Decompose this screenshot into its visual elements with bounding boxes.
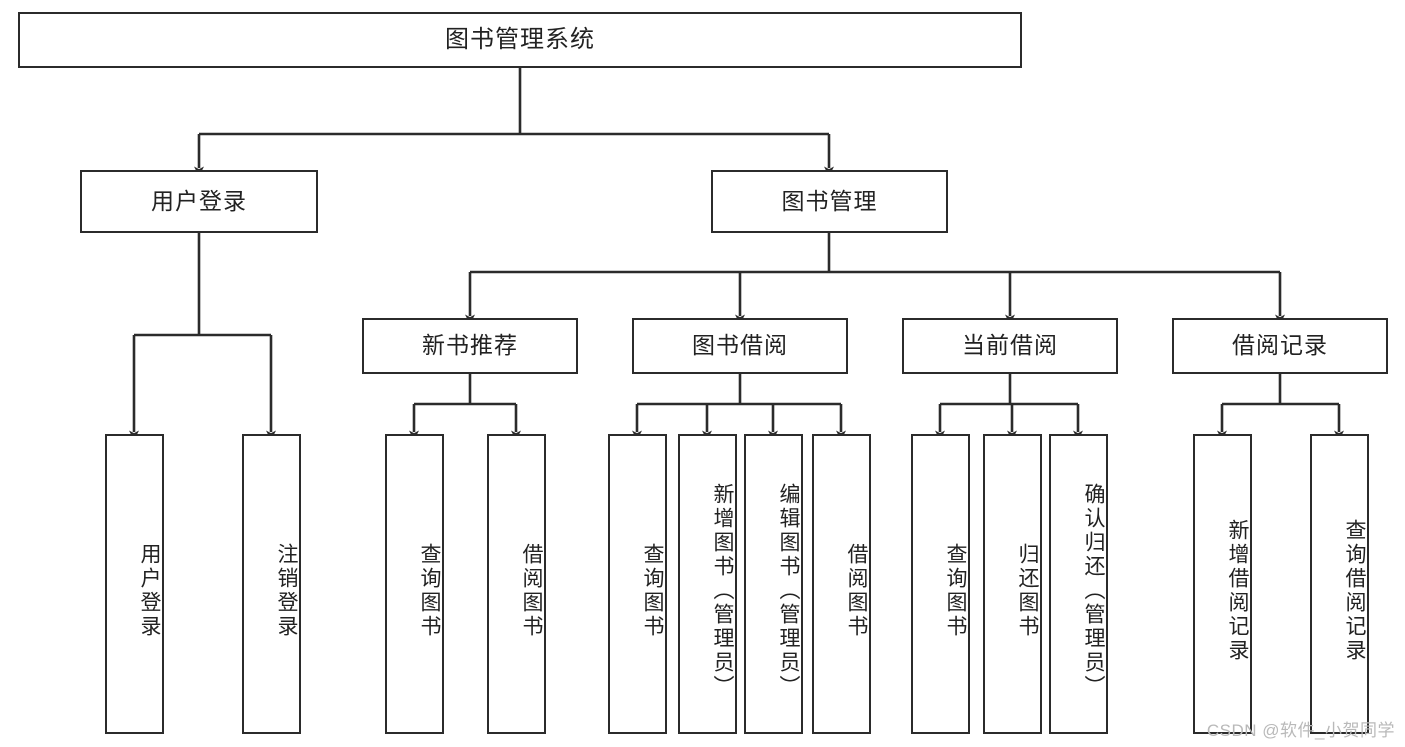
node-label: 注销登录: [275, 543, 298, 639]
leaf-borrow-books-recommend[interactable]: 借阅图书: [487, 434, 546, 734]
node-label: 图书管理系统: [445, 25, 595, 53]
node-label: 确认归还（管理员）: [1082, 483, 1105, 699]
node-label: 归还图书: [1016, 543, 1039, 639]
node-user-login[interactable]: 用户登录: [80, 170, 318, 233]
node-label: 用户登录: [138, 543, 161, 639]
leaf-query-books-borrow[interactable]: 查询图书: [608, 434, 667, 734]
node-label: 查询借阅记录: [1343, 519, 1366, 663]
leaf-logout[interactable]: 注销登录: [242, 434, 301, 734]
node-label: 新书推荐: [422, 332, 518, 359]
node-label: 借阅记录: [1232, 332, 1328, 359]
node-root-system[interactable]: 图书管理系统: [18, 12, 1022, 68]
node-label: 借阅图书: [520, 543, 543, 639]
node-label: 当前借阅: [962, 332, 1058, 359]
node-label: 查询图书: [418, 543, 441, 639]
leaf-borrow-books[interactable]: 借阅图书: [812, 434, 871, 734]
node-label: 用户登录: [151, 187, 247, 214]
node-borrow-record[interactable]: 借阅记录: [1172, 318, 1388, 374]
watermark: CSDN @软件_小贺同学: [1206, 721, 1395, 740]
leaf-confirm-return-admin[interactable]: 确认归还（管理员）: [1049, 434, 1108, 734]
node-label: 新增图书（管理员）: [711, 483, 734, 699]
leaf-user-login[interactable]: 用户登录: [105, 434, 164, 734]
node-new-book-recommend[interactable]: 新书推荐: [362, 318, 578, 374]
node-label: 编辑图书（管理员）: [777, 483, 800, 699]
leaf-query-books-current[interactable]: 查询图书: [911, 434, 970, 734]
node-book-borrow[interactable]: 图书借阅: [632, 318, 848, 374]
node-label: 查询图书: [944, 543, 967, 639]
node-label: 图书借阅: [692, 332, 788, 359]
node-label: 查询图书: [641, 543, 664, 639]
leaf-add-borrow-record[interactable]: 新增借阅记录: [1193, 434, 1252, 734]
leaf-edit-book-admin[interactable]: 编辑图书（管理员）: [744, 434, 803, 734]
node-label: 借阅图书: [845, 543, 868, 639]
node-book-management[interactable]: 图书管理: [711, 170, 948, 233]
leaf-query-books-recommend[interactable]: 查询图书: [385, 434, 444, 734]
node-current-borrow[interactable]: 当前借阅: [902, 318, 1118, 374]
node-label: 新增借阅记录: [1226, 519, 1249, 663]
node-label: 图书管理: [781, 187, 878, 214]
leaf-query-borrow-record[interactable]: 查询借阅记录: [1310, 434, 1369, 734]
leaf-add-book-admin[interactable]: 新增图书（管理员）: [678, 434, 737, 734]
leaf-return-books[interactable]: 归还图书: [983, 434, 1042, 734]
